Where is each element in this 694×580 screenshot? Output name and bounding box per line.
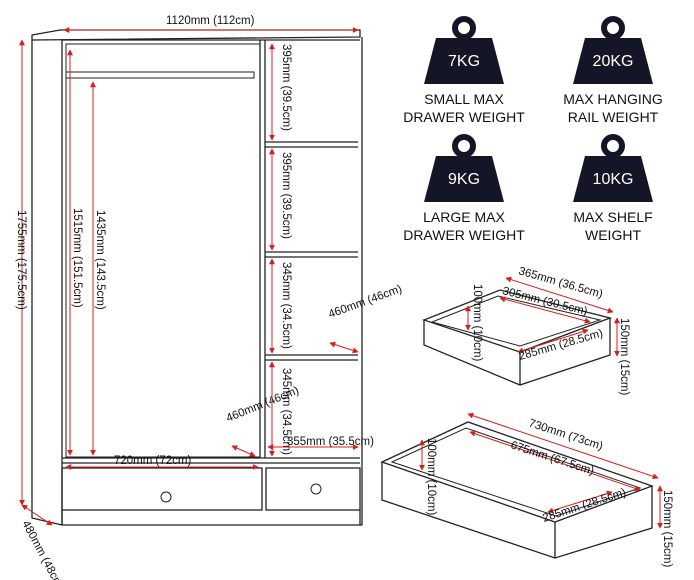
large-drawer-depth: 285mm (28.5cm) xyxy=(541,487,628,525)
weight-caption-large-drawer-1: LARGE MAX xyxy=(423,209,505,225)
weight-value-shelf: 10KG xyxy=(593,171,634,188)
shelf-width-label: 355mm (35.5cm) xyxy=(287,436,374,448)
wardrobe-dimensions: 1120mm (112cm) 1755mm (175.5cm) 480mm (4… xyxy=(15,15,404,580)
large-drawer-outer-height: 150mm (15cm) xyxy=(661,490,673,567)
shelf-depth-label: 460mm (46cm) xyxy=(327,283,404,321)
weight-caption-hanging-rail-2: RAIL WEIGHT xyxy=(568,109,659,125)
large-drawer-dimensions: 730mm (73cm) 675mm (67.5cm) 100mm (10cm)… xyxy=(419,412,673,567)
weight-caption-shelf-2: WEIGHT xyxy=(585,227,641,243)
shelf4-height-label: 345mm (34.5cm) xyxy=(280,368,292,455)
shelf1-height-label: 395mm (39.5cm) xyxy=(280,44,292,131)
large-drawer-inner-height: 100mm (10cm) xyxy=(425,438,437,515)
weight-caption-hanging-rail-1: MAX HANGING xyxy=(563,91,663,107)
weight-icon-hanging-rail: 20KG xyxy=(573,16,653,84)
hanging-rail-height-label: 1435mm (143.5cm) xyxy=(94,210,106,310)
hanging-inner-height-label: 1515mm (151.5cm) xyxy=(71,208,83,308)
wardrobe-height-label: 1755mm (175.5cm) xyxy=(15,210,27,310)
shelf2-height-label: 395mm (39.5cm) xyxy=(280,152,292,239)
weight-icon-small-drawer: 7KG xyxy=(424,16,504,84)
small-drawer-knob xyxy=(310,483,322,495)
shelf3-height-label: 345mm (34.5cm) xyxy=(280,262,292,349)
weight-caption-large-drawer-2: DRAWER WEIGHT xyxy=(403,227,525,243)
weight-value-hanging-rail: 20KG xyxy=(593,53,634,70)
weight-icon-shelf: 10KG xyxy=(573,134,653,202)
weight-value-small-drawer: 7KG xyxy=(448,53,480,70)
wardrobe-width-label: 1120mm (112cm) xyxy=(166,15,255,27)
small-drawer-outer-height: 150mm (15cm) xyxy=(618,318,630,395)
small-drawer-inner-height: 100mm (10cm) xyxy=(471,284,483,361)
weight-caption-small-drawer-2: DRAWER WEIGHT xyxy=(403,109,525,125)
weight-caption-shelf-1: MAX SHELF xyxy=(573,209,652,225)
weight-value-large-drawer: 9KG xyxy=(448,171,480,188)
weight-icon-large-drawer: 9KG xyxy=(424,134,504,202)
small-drawer-drawing xyxy=(422,289,613,386)
large-drawer-knob xyxy=(160,491,172,503)
hanging-width-label: 720mm (72cm) xyxy=(114,455,191,467)
weight-caption-small-drawer-1: SMALL MAX xyxy=(424,91,504,107)
wardrobe-depth-label: 480mm (48cm) xyxy=(19,519,66,580)
